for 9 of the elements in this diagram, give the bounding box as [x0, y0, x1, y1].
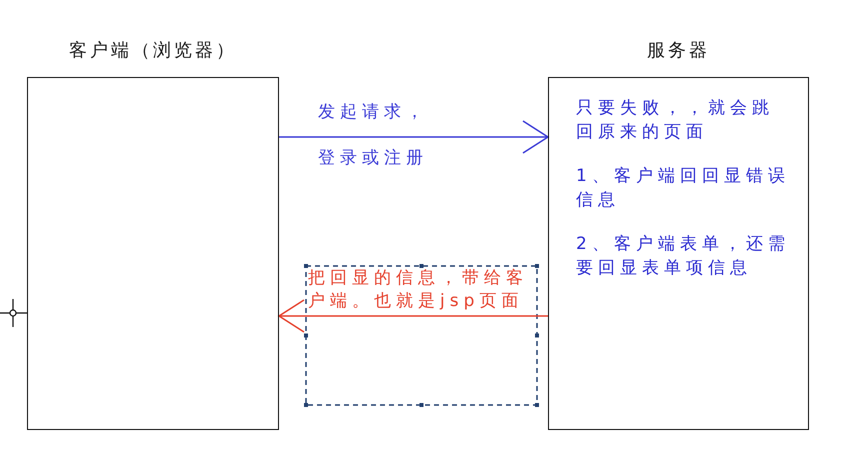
edge-label: 发起请求，登录或注册 [318, 101, 429, 170]
note-text: 2、客户端表单，还需要回显表单项信息 [576, 233, 791, 280]
arrow [279, 120, 549, 154]
heading: 服务器 [647, 39, 710, 63]
edge-label: 把回显的信息，带给客户端。也就是jsp页面 [308, 267, 529, 313]
arrow [278, 299, 548, 333]
heading: 客户端（浏览器） [69, 39, 237, 63]
note-text: 1、客户端回回显错误信息 [576, 165, 791, 212]
note-text: 只要失败，，就会跳回原来的页面 [576, 97, 775, 144]
